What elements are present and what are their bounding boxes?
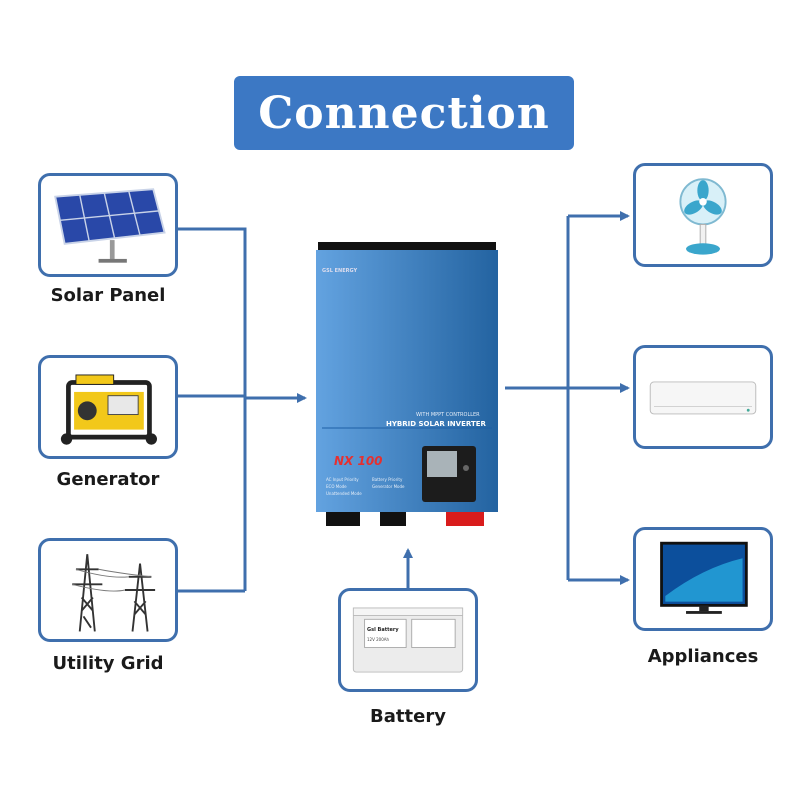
feature-item: Unattended Mode	[326, 491, 362, 496]
generator-card	[38, 355, 178, 459]
page-title: Connection	[258, 87, 550, 139]
feature-item: AC Input Priority	[326, 477, 359, 482]
title-banner: Connection	[234, 76, 574, 150]
solar-connector	[178, 227, 247, 591]
fan-icon	[679, 178, 727, 255]
inverter-icon	[316, 242, 498, 526]
battery-icon	[352, 607, 464, 673]
fan-card	[633, 163, 773, 267]
inverter-features: AC Input Priority Battery Priority ECO M…	[326, 476, 418, 497]
battery-model: 12V 200Ah	[367, 637, 390, 642]
feature-item: Battery Priority	[372, 477, 403, 482]
battery-label: Battery	[370, 706, 446, 727]
appliances-label: Appliances	[647, 646, 759, 667]
television-card	[633, 527, 773, 631]
utility-grid-label: Utility Grid	[52, 653, 164, 674]
inverter-title: HYBRID SOLAR INVERTER	[386, 420, 486, 428]
battery-brand: Gsl Battery	[367, 627, 399, 633]
television-icon	[660, 541, 748, 614]
air-conditioner-icon	[649, 381, 757, 415]
solar-panel-card	[38, 173, 178, 277]
inverter-model: NX 100	[334, 454, 383, 468]
hybrid-solar-inverter: GSL ENERGY WITH MPPT CONTROLLER HYBRID S…	[312, 240, 502, 530]
feature-item: ECO Mode	[326, 484, 347, 489]
inverter-brand: GSL ENERGY	[322, 268, 358, 274]
generator-label: Generator	[56, 469, 160, 490]
solar-panel-label: Solar Panel	[50, 285, 166, 306]
air-conditioner-card	[633, 345, 773, 449]
solar-panel-icon	[54, 188, 166, 263]
utility-grid-card	[38, 538, 178, 642]
battery-card: Gsl Battery 12V 200Ah	[338, 588, 478, 692]
feature-item: Generator Mode	[372, 484, 405, 489]
generator-icon	[60, 374, 157, 445]
transmission-tower-icon	[72, 554, 156, 632]
inverter-subtitle: WITH MPPT CONTROLLER	[416, 412, 480, 418]
